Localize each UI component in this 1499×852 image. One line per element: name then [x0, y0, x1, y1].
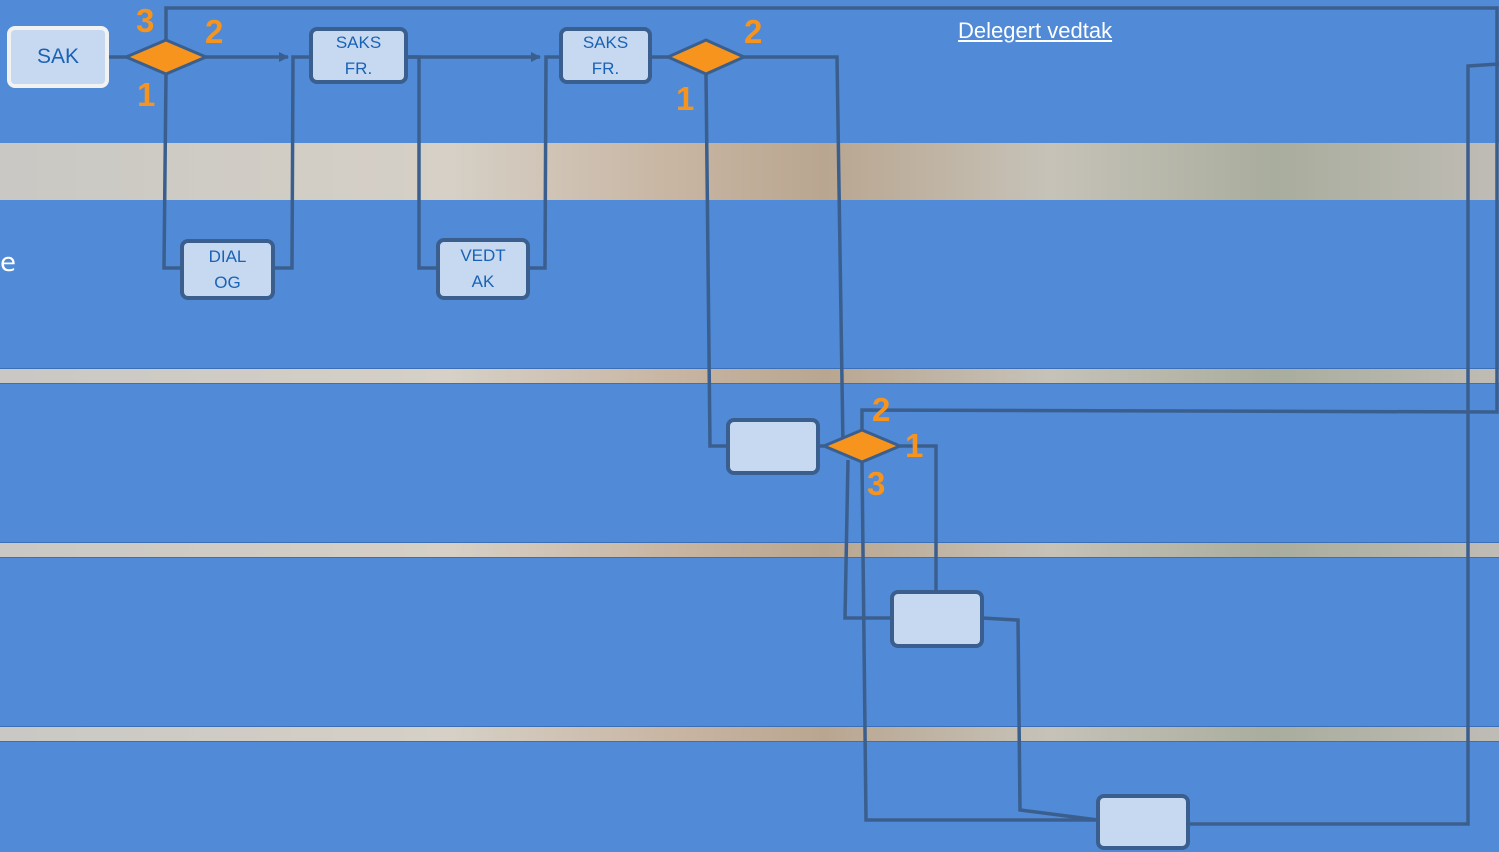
gateway-3-out-2: 2 [872, 391, 891, 428]
task-label: SAKS [582, 32, 629, 52]
task-label: FR. [591, 58, 620, 78]
empty-task-c[interactable] [1096, 794, 1190, 850]
task-label: VEDT [460, 246, 506, 265]
lane-label: e [0, 248, 16, 278]
connector [742, 55, 845, 447]
gateway-3-out-3: 3 [867, 465, 886, 502]
task-label: DIAL [208, 246, 247, 266]
swimlane-1 [0, 0, 1499, 143]
connector [162, 73, 182, 270]
task-label: OG [214, 272, 241, 292]
delegert-vedtak-link[interactable]: Delegert vedtak [958, 18, 1113, 43]
swimlane-4 [0, 558, 1499, 726]
task-label: FR. [344, 58, 373, 78]
saksfr-task-2[interactable]: SAKS FR. [559, 27, 652, 84]
gateway-diamond-1[interactable] [124, 38, 208, 76]
connector [273, 55, 310, 270]
gateway-1-out-2: 2 [205, 13, 224, 50]
connector [843, 459, 892, 620]
start-sak-box[interactable]: SAK [7, 26, 109, 88]
connector [860, 461, 1098, 822]
gateway-1-out-3: 3 [136, 2, 155, 39]
lane-separator [0, 143, 1499, 200]
gateway-1-out-1: 1 [137, 76, 156, 113]
saksfr-task-1[interactable]: SAKS FR. [309, 27, 408, 84]
empty-task-b[interactable] [890, 590, 984, 648]
dialog-task[interactable]: DIAL OG [180, 239, 275, 300]
connector [528, 55, 560, 270]
lane-separator [0, 542, 1499, 558]
empty-task-a[interactable] [726, 418, 820, 475]
task-label: AK [471, 272, 495, 291]
connector [164, 6, 1499, 430]
connector [981, 616, 1099, 822]
connector [1188, 62, 1499, 826]
gateway-2-out-1: 1 [676, 80, 695, 117]
lane-separator [0, 368, 1499, 384]
start-sak-label: SAK [36, 45, 80, 68]
gateway-3-out-1: 1 [905, 427, 924, 464]
connector [704, 73, 728, 448]
lane-separator [0, 726, 1499, 742]
connector [900, 444, 938, 592]
connector [406, 55, 438, 270]
task-label: SAKS [335, 32, 382, 52]
gateway-diamond-2[interactable] [666, 38, 746, 76]
vedtak-task[interactable]: VEDT AK [436, 238, 530, 300]
swimlane-5 [0, 742, 1499, 852]
gateway-2-out-2: 2 [744, 13, 763, 50]
gateway-diamond-3[interactable] [822, 428, 902, 464]
